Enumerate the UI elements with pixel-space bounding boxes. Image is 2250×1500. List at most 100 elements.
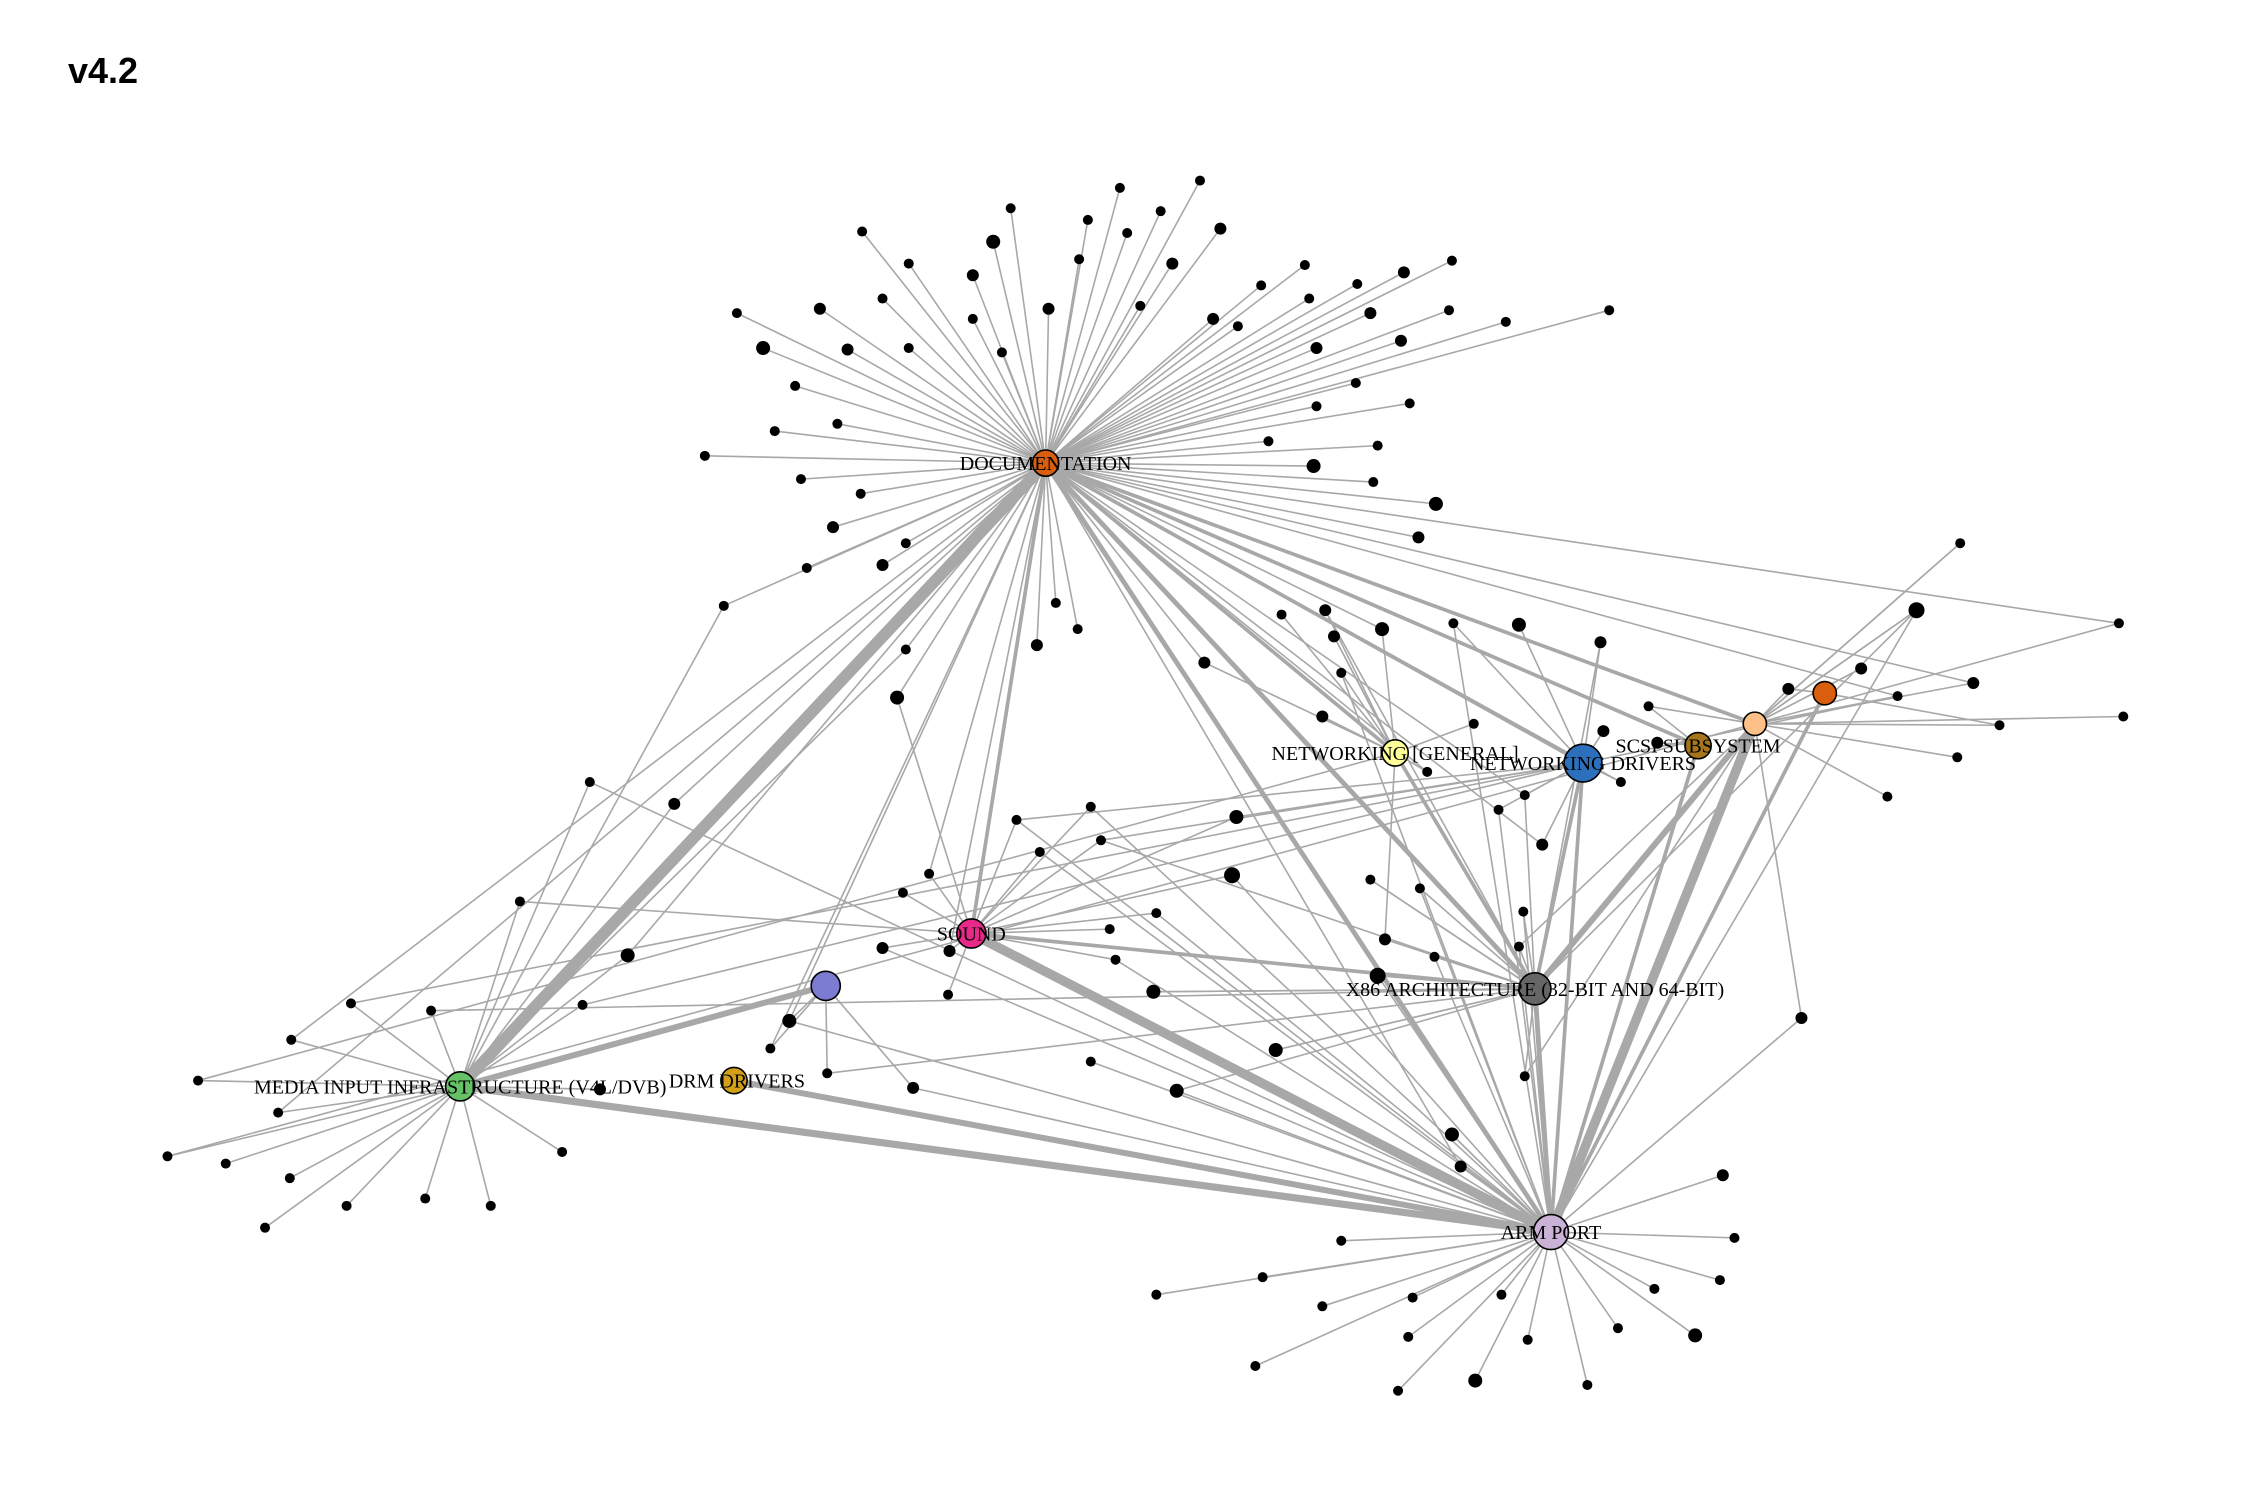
leaf-node bbox=[1688, 1328, 1703, 1343]
edge-hub bbox=[1043, 461, 1585, 765]
leaf-node bbox=[876, 559, 889, 572]
edge-leaf bbox=[1419, 887, 1536, 990]
edge-leaf bbox=[928, 462, 1047, 875]
leaf-node bbox=[967, 313, 978, 324]
leaf-node bbox=[1582, 1379, 1593, 1390]
edge-leaf bbox=[970, 816, 1238, 935]
edge-leaf bbox=[762, 347, 1047, 464]
leaf-node bbox=[1011, 814, 1022, 825]
edge-leaf bbox=[673, 462, 1047, 805]
hub-node-scsi bbox=[1684, 731, 1712, 760]
leaf-node bbox=[1612, 1323, 1623, 1334]
edge-leaf bbox=[1452, 622, 1552, 1233]
leaf-node bbox=[1882, 791, 1893, 802]
edge-leaf bbox=[197, 1079, 461, 1088]
leaf-node bbox=[795, 474, 806, 485]
leaf-node bbox=[1444, 1127, 1459, 1142]
leaf-node bbox=[1214, 222, 1227, 235]
leaf-node bbox=[1908, 602, 1925, 619]
edge-leaf bbox=[581, 762, 1584, 1006]
edge-leaf bbox=[289, 1085, 461, 1179]
leaf-node bbox=[1104, 924, 1115, 935]
edge-leaf bbox=[1754, 715, 2125, 725]
leaf-node bbox=[1407, 1292, 1418, 1303]
leaf-node bbox=[790, 380, 801, 391]
leaf-node bbox=[1414, 883, 1425, 894]
leaf-node bbox=[1257, 1272, 1268, 1283]
edge-leaf bbox=[1044, 462, 1206, 664]
edge-leaf bbox=[1823, 692, 2001, 727]
leaf-node bbox=[420, 1193, 431, 1204]
hub-node-arm bbox=[1532, 1213, 1570, 1251]
edge-leaf bbox=[905, 462, 1047, 545]
leaf-node bbox=[900, 538, 911, 549]
edge-leaf bbox=[1155, 912, 1552, 1233]
edge-leaf bbox=[1754, 542, 1961, 725]
hub-label-scsi: SCSI SUBSYSTEM bbox=[1616, 736, 1781, 758]
leaf-node bbox=[668, 797, 681, 810]
edge-leaf bbox=[1155, 1231, 1552, 1296]
leaf-node bbox=[832, 418, 843, 429]
leaf-node bbox=[1304, 293, 1315, 304]
leaf-node bbox=[1317, 1301, 1328, 1312]
hub-label-doc: DOCUMENTATION bbox=[960, 453, 1132, 475]
edge-leaf bbox=[430, 988, 1536, 1012]
leaf-node bbox=[1716, 1169, 1729, 1182]
leaf-node bbox=[345, 998, 356, 1009]
leaf-node bbox=[1122, 228, 1133, 239]
leaf-node bbox=[1468, 718, 1479, 729]
leaf-node bbox=[1085, 801, 1096, 812]
edge-leaf bbox=[1100, 839, 1536, 990]
edge-leaf bbox=[277, 462, 1047, 1114]
leaf-node bbox=[1428, 496, 1443, 511]
edge-leaf bbox=[794, 385, 1047, 464]
edge-leaf bbox=[459, 1085, 492, 1207]
edge-leaf bbox=[846, 348, 1047, 464]
leaf-node bbox=[1263, 436, 1274, 447]
hub-label-arm: ARM PORT bbox=[1501, 1222, 1602, 1244]
edge-leaf bbox=[1497, 808, 1552, 1233]
edge-leaf bbox=[881, 947, 1552, 1233]
edge-leaf bbox=[1044, 312, 1372, 464]
leaf-node bbox=[699, 450, 710, 461]
edge-leaf bbox=[1526, 1231, 1552, 1341]
edge-leaf bbox=[1044, 271, 1405, 464]
edge-leaf bbox=[1754, 667, 1862, 725]
edge-leaf bbox=[1044, 462, 2120, 625]
edge-leaf bbox=[1044, 309, 1611, 464]
hub-nodes-layer bbox=[444, 449, 1838, 1251]
leaf-node bbox=[924, 868, 935, 879]
leaf-node bbox=[765, 1043, 776, 1054]
leaf-node bbox=[1446, 255, 1457, 266]
leaf-node bbox=[996, 347, 1007, 358]
edge-leaf bbox=[1754, 622, 2120, 725]
leaf-node bbox=[273, 1107, 284, 1118]
leaf-node bbox=[731, 308, 742, 319]
leaf-node bbox=[260, 1222, 271, 1233]
edge-leaf bbox=[881, 462, 1047, 566]
leaf-node bbox=[1412, 531, 1425, 544]
edge-leaf bbox=[1550, 1231, 1619, 1329]
edge-leaf bbox=[1044, 297, 1311, 464]
edge-leaf bbox=[1231, 874, 1552, 1233]
edge-leaf bbox=[832, 462, 1047, 528]
edge-leaf bbox=[704, 455, 1047, 464]
edge-leaf bbox=[736, 312, 1047, 464]
edge-leaf bbox=[1754, 722, 2001, 727]
leaf-node bbox=[1151, 1289, 1162, 1300]
leaf-node bbox=[966, 269, 979, 282]
edge-hub bbox=[457, 982, 829, 1090]
leaf-node bbox=[841, 343, 854, 356]
edge-leaf bbox=[1203, 661, 1396, 754]
edge-leaf bbox=[1754, 609, 1918, 725]
edge-leaf bbox=[350, 762, 1584, 1005]
leaf-node bbox=[1350, 378, 1361, 389]
leaf-node bbox=[577, 999, 588, 1010]
hub-node-drm bbox=[720, 1066, 748, 1095]
leaf-node bbox=[1250, 1361, 1261, 1372]
leaf-node bbox=[897, 887, 908, 898]
leaf-node bbox=[162, 1151, 173, 1162]
leaf-node bbox=[1135, 300, 1146, 311]
edge-leaf bbox=[773, 430, 1047, 464]
